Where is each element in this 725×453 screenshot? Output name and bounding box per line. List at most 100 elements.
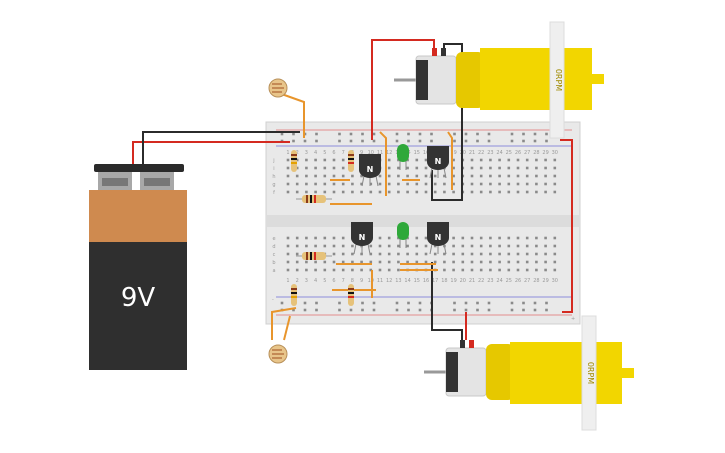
- column-label-19-top: 19: [450, 150, 456, 156]
- motor-top-gearbox: [480, 48, 592, 110]
- led-top[interactable]: [397, 144, 409, 170]
- column-label-16-bottom: 16: [423, 278, 429, 284]
- column-label-14-bottom: 14: [404, 278, 410, 284]
- column-label-10-bottom: 10: [368, 278, 374, 284]
- rail-bridge-wire[interactable]: [560, 139, 573, 313]
- row-label-a: a: [272, 268, 275, 274]
- column-label-19-bottom: 19: [450, 278, 456, 284]
- column-label-25-bottom: 25: [506, 278, 512, 284]
- column-label-26-bottom: 26: [515, 278, 521, 284]
- column-label-29-bottom: 29: [542, 278, 548, 284]
- column-label-5-bottom: 5: [323, 278, 326, 284]
- ldr-bottom-jumper-b[interactable]: [283, 315, 291, 341]
- row-label-h: h: [272, 174, 275, 180]
- battery-label: 9V: [121, 283, 156, 313]
- column-label-28-bottom: 28: [533, 278, 539, 284]
- ldr-top-jumper[interactable]: [275, 91, 305, 138]
- transistor-q4[interactable]: N: [427, 222, 449, 255]
- column-label-16-top: 16: [423, 150, 429, 156]
- column-label-22-top: 22: [478, 150, 484, 156]
- motor-top[interactable]: 0RPM: [394, 21, 604, 139]
- transistor-q4-label: N: [435, 233, 442, 242]
- column-label-12-bottom: 12: [386, 278, 392, 284]
- column-label-10-top: 10: [368, 150, 374, 156]
- battery-top-band: [89, 190, 187, 244]
- motor-top-black-wire[interactable]: [431, 43, 463, 201]
- battery-negative-wire[interactable]: [142, 131, 300, 165]
- resistor-horizontal-upper[interactable]: [296, 195, 332, 203]
- column-label-15-top: 15: [414, 150, 420, 156]
- column-label-8-bottom: 8: [351, 278, 354, 284]
- row-label-c: c: [273, 252, 276, 258]
- motor-top-red-wire[interactable]: [371, 39, 435, 140]
- transistor-q1-label: N: [367, 165, 374, 174]
- row-label-e: e: [272, 236, 275, 242]
- column-label-23-top: 23: [487, 150, 493, 156]
- column-label-30-top: 30: [552, 150, 558, 156]
- battery-9v[interactable]: 9V: [89, 164, 187, 370]
- resistor-bottom-vertical-left[interactable]: [291, 284, 297, 306]
- column-label-11-top: 11: [377, 150, 383, 156]
- transistor-q3[interactable]: N: [351, 222, 373, 255]
- column-label-17-bottom: 17: [432, 278, 438, 284]
- motor-bottom-black-wire[interactable]: [431, 262, 463, 340]
- resistor-top-center[interactable]: [348, 150, 354, 172]
- column-label-12-top: 12: [386, 150, 392, 156]
- column-label-23-bottom: 23: [487, 278, 493, 284]
- column-label-9-bottom: 9: [360, 278, 363, 284]
- column-label-15-bottom: 15: [414, 278, 420, 284]
- motor-bottom[interactable]: 0RPM: [424, 315, 634, 431]
- ldr-bottom-jumper-a[interactable]: [271, 307, 297, 340]
- column-label-22-bottom: 22: [478, 278, 484, 284]
- column-label-27-bottom: 27: [524, 278, 530, 284]
- column-label-28-top: 28: [533, 150, 539, 156]
- motor-top-cap: [416, 60, 428, 100]
- row-label-g: g: [272, 182, 275, 188]
- column-label-24-bottom: 24: [496, 278, 502, 284]
- resistor-bottom-vertical-center[interactable]: [348, 284, 354, 306]
- column-label-30-bottom: 30: [552, 278, 558, 284]
- jumper-b[interactable]: [447, 131, 453, 190]
- motor-top-rpm-label: 0RPM: [554, 69, 563, 91]
- motor-bottom-shaft-mount: [581, 315, 597, 431]
- rail-minus-label: -: [272, 297, 274, 303]
- motor-bottom-gearbox: [510, 342, 622, 404]
- battery-body: [89, 242, 187, 370]
- column-label-2-bottom: 2: [296, 278, 299, 284]
- column-label-21-top: 21: [469, 150, 475, 156]
- photoresistor-bottom[interactable]: [268, 344, 288, 364]
- resistor-top-vertical[interactable]: [291, 150, 297, 172]
- jumper-a[interactable]: [379, 131, 387, 196]
- column-label-1-bottom: 1: [286, 278, 289, 284]
- column-label-27-top: 27: [524, 150, 530, 156]
- column-label-6-bottom: 6: [332, 278, 335, 284]
- photoresistor-top[interactable]: [268, 78, 288, 98]
- led-bottom[interactable]: [397, 222, 409, 248]
- column-label-29-top: 29: [542, 150, 548, 156]
- resistor-horizontal-lower[interactable]: [296, 252, 332, 260]
- column-label-5-top: 5: [323, 150, 326, 156]
- column-label-26-top: 26: [515, 150, 521, 156]
- column-label-13-bottom: 13: [395, 278, 401, 284]
- battery-positive-wire[interactable]: [132, 141, 290, 165]
- column-label-2-top: 2: [296, 150, 299, 156]
- column-label-21-bottom: 21: [469, 278, 475, 284]
- column-label-4-bottom: 4: [314, 278, 317, 284]
- transistor-q2[interactable]: N: [427, 146, 449, 179]
- row-label-j: j: [272, 158, 274, 164]
- battery-cap: [94, 164, 184, 172]
- motor-bottom-cap: [446, 352, 458, 392]
- column-label-18-bottom: 18: [441, 278, 447, 284]
- motor-top-shaft-mount: [549, 21, 565, 139]
- column-label-6-top: 6: [332, 150, 335, 156]
- row-label-i: i: [273, 166, 274, 172]
- motor-bottom-rpm-label: 0RPM: [586, 362, 595, 384]
- row-label-d: d: [272, 244, 275, 250]
- column-label-24-top: 24: [496, 150, 502, 156]
- breadboard[interactable]: - + 112233445566778899101011111212131314…: [265, 121, 581, 325]
- transistor-q1[interactable]: N: [359, 154, 381, 187]
- transistor-q3-label: N: [359, 233, 366, 242]
